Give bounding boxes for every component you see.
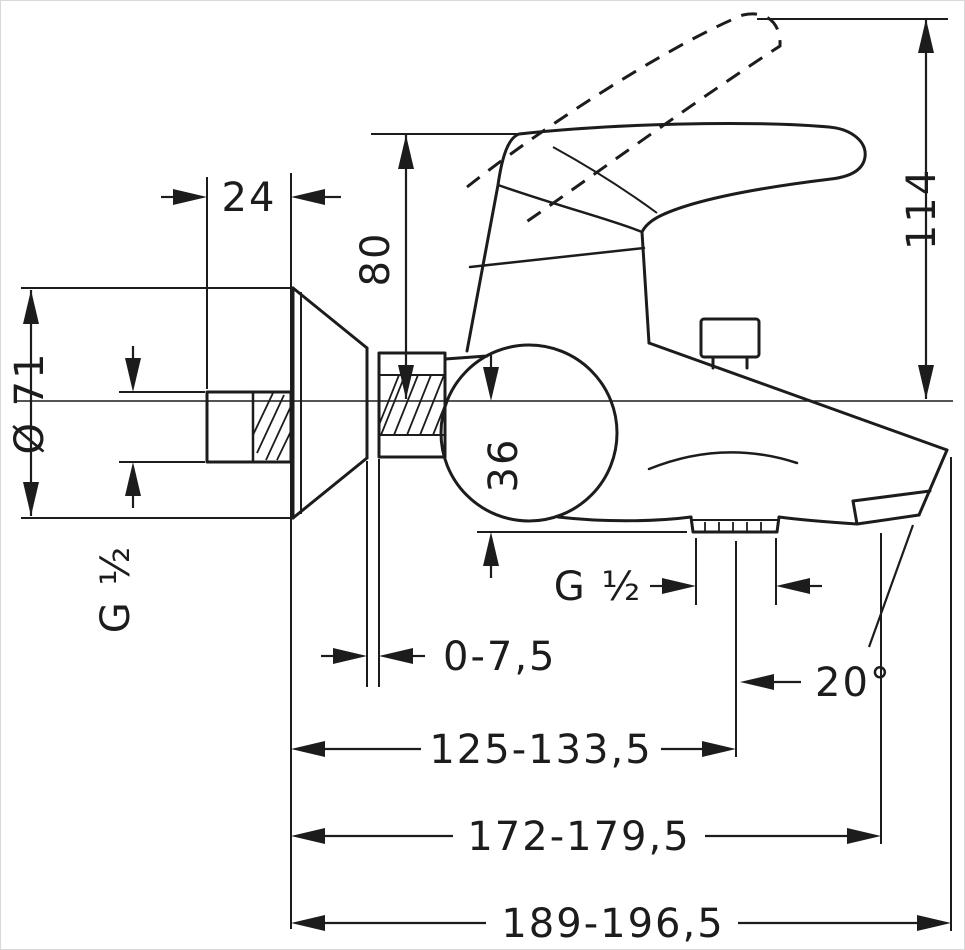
body-sphere — [439, 343, 619, 523]
dim-label-125-133-5: 125-133,5 — [429, 727, 652, 773]
dim-label-114: 114 — [899, 168, 945, 250]
dim-label-80: 80 — [353, 232, 399, 287]
dimension-annotations: 24 80 114 Ø 71 — [7, 18, 952, 947]
aerator — [851, 489, 932, 526]
dim-escutcheon-adjustment: 0-7,5 — [321, 459, 557, 687]
dim-label-outlet-thread: G ½ — [554, 564, 642, 610]
escutcheon — [291, 286, 369, 520]
dim-label-24: 24 — [222, 175, 277, 221]
nipple-outline — [205, 390, 293, 464]
dim-lever-height: 80 — [353, 133, 525, 399]
dim-label-172-179-5: 172-179,5 — [467, 814, 690, 860]
dim-escutcheon-diameter: Ø 71 — [7, 287, 291, 519]
dim-total-height: 114 — [757, 18, 948, 399]
dim-inlet-thread: G ½ — [93, 346, 205, 633]
lever-handle — [465, 121, 867, 353]
spout-underside-curve — [647, 451, 799, 471]
diverter-knob — [699, 317, 761, 370]
faucet-drawing — [205, 12, 949, 534]
dim-label-inlet-thread: G ½ — [93, 545, 139, 633]
handle-seam — [496, 183, 644, 234]
dim-nipple-length: 24 — [161, 175, 341, 389]
handle-detail-line — [552, 146, 658, 214]
dim-label-189-196-5: 189-196,5 — [501, 901, 724, 947]
dim-outlet-thread: G ½ — [554, 538, 822, 610]
angle-reference-line — [867, 524, 915, 648]
spout-end-face — [917, 448, 949, 517]
dim-spout-drop: 36 — [477, 355, 687, 578]
wall-nipple — [205, 390, 293, 464]
dim-wall-to-spout-tip: 172-179,5 — [291, 533, 882, 860]
dim-label-diameter-71: Ø 71 — [7, 351, 53, 454]
dim-label-20deg: 20° — [815, 660, 892, 706]
dim-max-projection: 189-196,5 — [291, 457, 952, 947]
spout — [556, 341, 949, 534]
shower-outlet — [689, 515, 781, 534]
cap-seam — [468, 246, 646, 269]
dim-label-36: 36 — [481, 438, 527, 493]
dim-wall-to-outlet: 125-133,5 — [291, 727, 736, 773]
dim-spout-angle: 20° — [735, 524, 915, 757]
dim-label-0-7-5: 0-7,5 — [443, 634, 557, 680]
